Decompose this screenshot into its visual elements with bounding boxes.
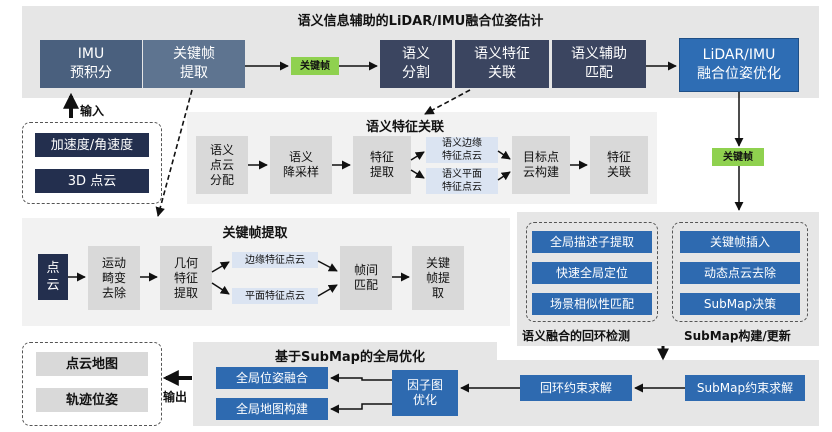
input-label: 输入 bbox=[80, 104, 105, 118]
output-group bbox=[22, 342, 162, 426]
submap-dynamic-removal: 动态点云去除 bbox=[680, 262, 800, 284]
loop-scene-similarity: 场景相似性匹配 bbox=[532, 293, 652, 315]
output-label: 输出 bbox=[163, 390, 188, 404]
semantic-step-downsample: 语义 降采样 bbox=[270, 136, 332, 194]
input-3d-pointcloud: 3D 点云 bbox=[35, 169, 149, 193]
semantic-edge-feature: 语义边缘 特征点云 bbox=[426, 137, 498, 163]
keyframe-panel-title: 关键帧提取 bbox=[222, 226, 288, 241]
semantic-step-extract: 特征 提取 bbox=[353, 136, 411, 194]
semantic-seg-box: 语义 分割 bbox=[380, 40, 452, 88]
keyframe-plane-feature: 平面特征点云 bbox=[232, 288, 318, 304]
submap-group-label: SubMap构建/更新 bbox=[684, 329, 791, 343]
loop-global-descriptor: 全局描述子提取 bbox=[532, 231, 652, 253]
semantic-plane-feature: 语义平面 特征点云 bbox=[426, 168, 498, 194]
submap-keyframe-insert: 关键帧插入 bbox=[680, 231, 800, 253]
global-pose-fusion: 全局位姿融合 bbox=[216, 367, 328, 389]
keyframe-step-pointcloud: 点 云 bbox=[38, 254, 68, 300]
input-accel-gyro: 加速度/角速度 bbox=[35, 133, 149, 157]
semantic-match-box: 语义辅助 匹配 bbox=[552, 40, 646, 88]
submap-group bbox=[672, 222, 808, 322]
imu-preint-box: IMU 预积分 bbox=[40, 40, 142, 88]
output-pointcloud-map: 点云地图 bbox=[36, 352, 148, 376]
global-map-build: 全局地图构建 bbox=[216, 398, 328, 420]
top-panel-title: 语义信息辅助的LiDAR/IMU融合位姿估计 bbox=[297, 14, 544, 29]
semantic-assoc-box: 语义特征 关联 bbox=[455, 40, 549, 88]
keyframe-step-match: 帧间 匹配 bbox=[340, 246, 392, 310]
loop-group bbox=[526, 222, 658, 322]
submap-constraint-solve: SubMap约束求解 bbox=[685, 375, 805, 401]
semantic-panel-title: 语义特征关联 bbox=[365, 120, 444, 135]
output-trajectory-pose: 轨迹位姿 bbox=[36, 388, 148, 412]
keyframe-extract-box: 关键帧 提取 bbox=[143, 40, 245, 88]
global-panel-title: 基于SubMap的全局优化 bbox=[275, 350, 425, 365]
keyframe-edge-feature: 边缘特征点云 bbox=[232, 252, 318, 268]
semantic-step-target: 目标点 云构建 bbox=[512, 136, 570, 194]
loop-group-label: 语义融合的回环检测 bbox=[522, 329, 631, 343]
keyframe-step-extract: 关键 帧提 取 bbox=[412, 246, 464, 310]
loop-constraint-solve: 回环约束求解 bbox=[520, 375, 632, 401]
keyframe-tag-right: 关键帧 bbox=[712, 148, 764, 166]
fusion-opt-box: LiDAR/IMU 融合位姿优化 bbox=[679, 38, 799, 92]
factor-graph-opt: 因子图 优化 bbox=[392, 370, 458, 416]
semantic-step-assign: 语义 点云 分配 bbox=[196, 136, 248, 194]
loop-fast-localization: 快速全局定位 bbox=[532, 262, 652, 284]
semantic-step-assoc: 特征 关联 bbox=[590, 136, 648, 194]
submap-decision: SubMap决策 bbox=[680, 293, 800, 315]
keyframe-step-geo-extract: 几何 特征 提取 bbox=[160, 246, 212, 310]
keyframe-tag-top: 关键帧 bbox=[291, 57, 339, 75]
keyframe-step-deskew: 运动 畸变 去除 bbox=[88, 246, 140, 310]
